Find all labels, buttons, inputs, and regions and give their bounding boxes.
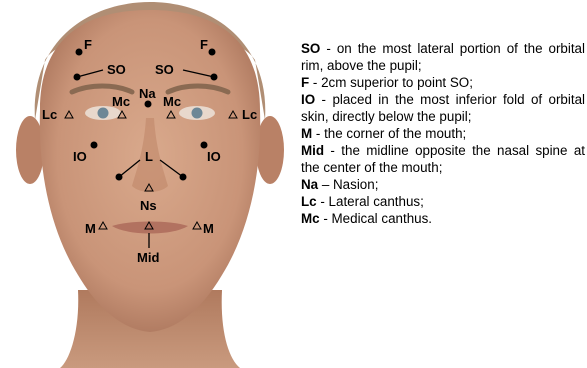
label-lc-right: Lc bbox=[242, 107, 257, 122]
label-f-right: F bbox=[200, 37, 208, 52]
legend-abbr: SO bbox=[301, 41, 320, 56]
legend-sep: - bbox=[320, 211, 332, 226]
point-f-left bbox=[76, 49, 83, 56]
legend-desc: the corner of the mouth; bbox=[324, 126, 466, 141]
legend-abbr: F bbox=[301, 75, 309, 90]
label-ns: Ns bbox=[140, 198, 157, 213]
label-lc-left: Lc bbox=[42, 107, 57, 122]
point-na bbox=[145, 101, 152, 108]
legend-item-so: SO - on the most lateral portion of the … bbox=[301, 40, 585, 74]
legend-desc: 2cm superior to point SO; bbox=[321, 75, 473, 90]
legend-item-na: Na – Nasion; bbox=[301, 176, 585, 193]
label-so-right: SO bbox=[155, 62, 174, 77]
legend-desc: Medical canthus. bbox=[332, 211, 432, 226]
legend-desc: Nasion; bbox=[333, 177, 378, 192]
legend-item-f: F - 2cm superior to point SO; bbox=[301, 74, 585, 91]
label-l: L bbox=[145, 149, 153, 164]
legend-item-m: M - the corner of the mouth; bbox=[301, 125, 585, 142]
legend-desc: Lateral canthus; bbox=[329, 194, 424, 209]
point-l-left bbox=[116, 174, 123, 181]
legend-abbr: Na bbox=[301, 177, 318, 192]
label-mc-left: Mc bbox=[112, 94, 130, 109]
legend-abbr: Mc bbox=[301, 211, 320, 226]
legend-sep: - bbox=[309, 75, 321, 90]
label-mid: Mid bbox=[137, 250, 159, 265]
label-na: Na bbox=[139, 86, 156, 101]
legend-sep: – bbox=[318, 177, 333, 192]
legend-item-mid: Mid - the midline opposite the nasal spi… bbox=[301, 142, 585, 176]
legend: SO - on the most lateral portion of the … bbox=[301, 40, 585, 227]
label-m-right: M bbox=[203, 221, 214, 236]
legend-item-io: IO - placed in the most inferior fold of… bbox=[301, 91, 585, 125]
label-so-left: SO bbox=[107, 62, 126, 77]
right-ear bbox=[256, 116, 284, 184]
legend-abbr: IO bbox=[301, 92, 315, 107]
left-iris bbox=[98, 108, 109, 119]
left-ear bbox=[16, 116, 44, 184]
label-f-left: F bbox=[84, 37, 92, 52]
legend-sep: - bbox=[315, 92, 332, 107]
legend-desc: placed in the most inferior fold of orbi… bbox=[301, 92, 585, 124]
legend-sep: - bbox=[312, 126, 324, 141]
point-f-right bbox=[209, 49, 216, 56]
point-io-right bbox=[201, 142, 208, 149]
legend-abbr: M bbox=[301, 126, 312, 141]
label-m-left: M bbox=[85, 221, 96, 236]
legend-sep: - bbox=[320, 41, 336, 56]
right-iris bbox=[192, 108, 203, 119]
legend-sep: - bbox=[317, 194, 329, 209]
label-io-right: IO bbox=[207, 149, 221, 164]
legend-abbr: Lc bbox=[301, 194, 317, 209]
point-l-right bbox=[180, 174, 187, 181]
legend-abbr: Mid bbox=[301, 143, 324, 158]
legend-item-mc: Mc - Medical canthus. bbox=[301, 210, 585, 227]
label-mc-right: Mc bbox=[163, 94, 181, 109]
label-io-left: IO bbox=[73, 149, 87, 164]
face-figure: F F SO SO Na Mc Mc Lc Lc IO IO L bbox=[0, 0, 300, 368]
legend-item-lc: Lc - Lateral canthus; bbox=[301, 193, 585, 210]
legend-desc: the midline opposite the nasal spine at … bbox=[301, 143, 585, 175]
legend-sep: - bbox=[324, 143, 341, 158]
legend-desc: on the most lateral portion of the orbit… bbox=[301, 41, 585, 73]
point-io-left bbox=[91, 142, 98, 149]
